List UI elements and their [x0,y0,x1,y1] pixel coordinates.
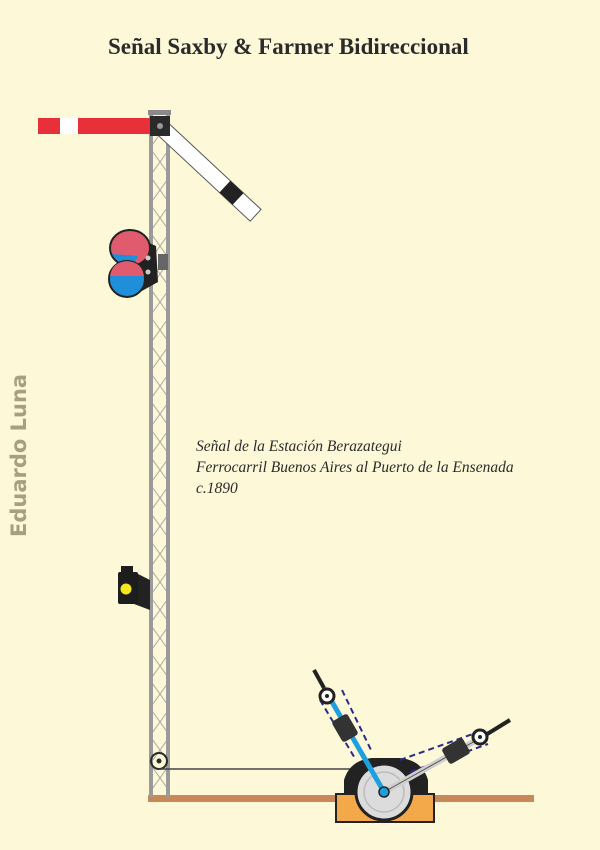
arm-pivot [150,116,170,136]
semaphore-arm-left [38,118,150,134]
mast-lamp [118,566,150,610]
lattice-mast [148,110,171,797]
lever-frame [312,669,512,823]
spectacle-lamp [108,229,168,298]
semaphore-arm-right [155,121,262,222]
caption-line-railway: Ferrocarril Buenos Aires al Puerto de la… [196,459,514,476]
caption-line-date: c.1890 [196,480,238,497]
caption: Señal de la Estación Berazategui Ferroca… [196,436,596,499]
diagram-title: Señal Saxby & Farmer Bidireccional [108,34,469,59]
caption-line-station: Señal de la Estación Berazategui [196,438,402,455]
